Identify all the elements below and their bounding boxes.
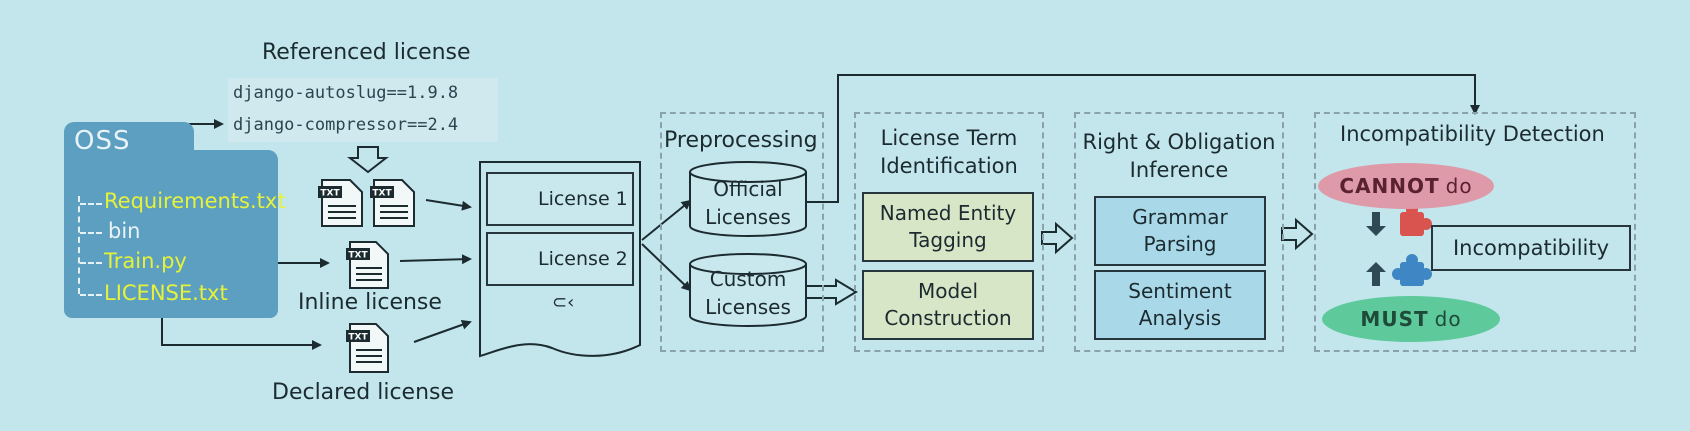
inference-title-line2: Inference: [1129, 158, 1229, 182]
folder-bin: bin: [108, 219, 141, 243]
license-item-label: License 1: [538, 188, 628, 210]
box-line: Parsing: [1143, 232, 1217, 256]
arrow-doc-to-official: [641, 199, 692, 241]
custom-licenses-line1: Custom: [709, 267, 787, 291]
box-line: Sentiment: [1128, 279, 1232, 303]
inference-title-line1: Right & Obligation: [1082, 130, 1276, 154]
code-line: django-compressor==2.4: [233, 115, 459, 135]
detection-title: Incompatibility Detection: [1340, 122, 1605, 146]
txt-file-icon: TXT: [318, 179, 363, 227]
custom-licenses-line2: Licenses: [705, 295, 791, 319]
official-licenses-line2: Licenses: [705, 205, 791, 229]
arrow-official-to-detection: [806, 74, 1480, 203]
txt-icon-label: TXT: [348, 333, 368, 343]
incompatibility-result-label: Incompatibility: [1452, 236, 1610, 260]
box-line: Named Entity: [879, 201, 1017, 225]
do-label: do: [1434, 307, 1462, 331]
license-item-2: License 2: [486, 232, 634, 286]
license-item-label: License 2: [538, 248, 628, 270]
official-licenses-cylinder: [689, 161, 807, 237]
preprocessing-title: Preprocessing: [664, 128, 818, 153]
official-licenses-line1: Official: [713, 177, 783, 201]
must-label: MUST: [1360, 307, 1429, 331]
tree-line: [78, 196, 80, 294]
box-line: Analysis: [1138, 306, 1222, 330]
hollow-arrow-term-to-inference: [1041, 221, 1074, 255]
term-identification-panel: [854, 112, 1044, 352]
oss-title: OSS: [74, 126, 131, 156]
cannot-label: CANNOT: [1339, 174, 1440, 198]
hollow-down-arrow: [347, 146, 389, 174]
incompatibility-result-box: Incompatibility: [1431, 225, 1631, 271]
txt-icon-label: TXT: [372, 189, 392, 199]
tree-branch: [80, 262, 102, 264]
box-line: Model: [917, 279, 979, 303]
detection-panel: [1314, 112, 1636, 352]
arrow-referenced-to-licenses: [425, 199, 472, 211]
puzzle-blue-icon: [1392, 254, 1432, 286]
hollow-arrow-inference-to-detection: [1281, 217, 1314, 251]
arrow-declared-to-licenses: [413, 319, 472, 343]
tree-branch: [80, 203, 102, 205]
txt-icon-label: TXT: [320, 189, 340, 199]
up-arrow-icon: [1366, 262, 1386, 286]
do-label: do: [1445, 174, 1473, 198]
code-snippet: [228, 78, 498, 142]
tree-branch: [80, 294, 102, 296]
declared-license-label: Declared license: [272, 380, 455, 405]
file-train: Train.py: [104, 249, 187, 273]
down-arrow-icon: [1366, 212, 1386, 236]
arrow-inline-to-licenses: [399, 254, 472, 265]
term-identification-title-line2: Identification: [880, 154, 1018, 178]
preprocessing-panel: [660, 112, 824, 352]
arrow-doc-to-custom: [641, 243, 692, 292]
inference-panel: [1074, 112, 1284, 352]
box-line: Grammar: [1132, 205, 1228, 229]
file-requirements: Requirements.txt: [104, 189, 286, 213]
txt-file-icon: TXT: [370, 179, 415, 227]
license-document-outline: [479, 161, 641, 358]
license-item-1: License 1: [486, 172, 634, 226]
more-licenses-glyph: ⊂‹: [552, 292, 575, 313]
tree-branch: [80, 232, 102, 234]
hollow-arrow-custom-to-model: [805, 278, 858, 306]
inline-license-label: Inline license: [298, 290, 442, 315]
file-license: LICENSE.txt: [104, 281, 228, 305]
txt-file-icon: TXT: [346, 241, 389, 289]
txt-icon-label: TXT: [348, 251, 368, 261]
box-line: Tagging: [909, 228, 987, 252]
term-identification-title-line1: License Term: [880, 126, 1018, 150]
referenced-license-title: Referenced license: [262, 40, 471, 65]
oss-folder: [64, 150, 278, 318]
code-line: django-autoslug==1.9.8: [233, 83, 459, 103]
txt-file-icon: TXT: [346, 323, 389, 373]
custom-licenses-cylinder: [689, 253, 807, 327]
box-line: Construction: [884, 306, 1012, 330]
